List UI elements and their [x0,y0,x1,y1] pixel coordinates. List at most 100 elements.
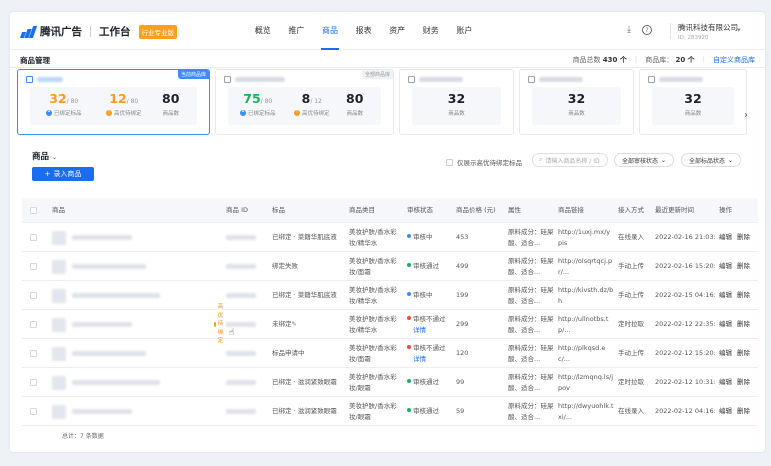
edit-button[interactable]: 编辑 [719,262,732,271]
status-detail-link[interactable]: 详情 [413,354,426,363]
product-link[interactable]: http://lzmqnq.ls/jpov [558,373,614,392]
status-dot [407,408,411,413]
delete-button[interactable]: 删除 [737,233,750,242]
updated-time-cell: 2022-02-12 10:31: [655,378,715,387]
product-link[interactable]: http://olsqrtqcj.pr/... [558,257,613,276]
product-cell[interactable] [52,281,160,310]
library-card[interactable]: 全部商品库 75/ 80 ⚭已绑定标品 8/ 12 !高优待绑定 80 商品数 [215,69,394,135]
table-header: 商品 商品 ID 标品 商品类目 审核状态 商品价格 (元) 属性 商品链接 接… [22,198,758,223]
edit-button[interactable]: 编辑 [719,378,732,387]
status-cell: 审核通过 [407,368,453,397]
status-detail-link[interactable]: 详情 [413,325,426,334]
status-badge: 审核中 [407,290,433,300]
priority-only-checkbox[interactable]: 仅展示高优待绑定标品 [446,157,522,167]
edit-button[interactable]: 编辑 [719,291,732,300]
library-card[interactable]: 32 商品数 [399,69,514,135]
chevron-down-icon[interactable]: ▾ [737,26,741,34]
add-product-button[interactable]: +录入商品 [32,167,94,181]
row-checkbox[interactable] [30,252,37,281]
price-cell: 59 [456,407,465,416]
row-checkbox[interactable] [30,339,37,368]
delete-button[interactable]: 删除 [737,378,750,387]
checkbox-icon [446,158,453,166]
edit-button[interactable]: 编辑 [719,233,732,242]
product-cell[interactable] [52,223,132,252]
status-text: 审核中 [413,232,433,242]
checkbox-icon [30,321,37,328]
product-cell[interactable] [52,397,132,426]
total-products-label: 商品总数 [572,56,601,64]
row-checkbox[interactable] [30,223,37,252]
product-link[interactable]: http://plkqsd.ec/... [558,344,606,363]
product-id-cell [226,223,256,252]
bound-icon: ⚭ [46,110,52,116]
main-nav: 概览 推广 商品 报表 资产 财务 账户 [246,12,481,50]
nav-item-account[interactable]: 账户 [456,26,473,35]
library-card[interactable]: 32 商品数 [639,69,747,135]
custom-library-link[interactable]: 自定义商品库 [713,56,755,64]
standard-value: 标品申请中 [272,349,305,358]
nav-item-reports[interactable]: 报表 [355,26,372,35]
delete-button[interactable]: 删除 [737,407,750,416]
product-status-select[interactable]: 全部标品状态⌄ [681,153,741,167]
edit-icon[interactable]: ✎ [291,320,297,329]
edit-button[interactable]: 编辑 [719,407,732,416]
product-link[interactable]: http://ullnotbs.tp/... [558,315,609,334]
top-bar: 腾讯广告 工作台 行业专业版 概览 推广 商品 报表 资产 财务 账户 ⤓ ? … [10,12,765,50]
product-id-blurred [226,264,256,269]
row-checkbox[interactable] [30,310,37,339]
select-all-checkbox[interactable] [30,198,37,223]
priority-icon: ! [106,110,112,116]
review-status-select[interactable]: 全部审核状态⌄ [614,153,674,167]
delete-button[interactable]: 删除 [737,320,750,329]
product-cell[interactable] [52,252,146,281]
product-cell[interactable] [52,339,146,368]
delete-button[interactable]: 删除 [737,291,750,300]
row-checkbox[interactable] [30,368,37,397]
account-switcher[interactable]: 腾讯科技有限公司 ID: 283920 [678,22,738,41]
status-badge: 审核通过 [407,377,439,387]
nav-item-products[interactable]: 商品 [313,12,347,50]
library-card[interactable]: 32 商品数 [519,69,634,135]
edit-button[interactable]: 编辑 [719,320,732,329]
library-card[interactable]: 当前商品库 32/ 80 ⚭已绑定标品 12/ 80 !高优待绑定 80 商品数 [17,69,210,135]
status-cell: 审核中 [407,223,453,252]
status-label: 审核通过 [413,407,439,416]
chevron-right-icon[interactable]: › [744,110,748,121]
brand-logo[interactable]: 腾讯广告 工作台 行业专业版 [19,24,177,39]
total-products: 商品总数 430 个 [573,55,627,65]
priority-icon [214,322,216,327]
row-checkbox[interactable] [30,397,37,426]
status-text: 审核不通过详情 [413,314,446,334]
section-title[interactable]: 商品 ⌄ [32,150,57,162]
product-link[interactable]: http://kivsth.dz/bh [558,286,614,305]
library-cards: 当前商品库 32/ 80 ⚭已绑定标品 12/ 80 !高优待绑定 80 商品数… [17,69,765,135]
stat-label: 商品数 [684,111,702,117]
edit-button[interactable]: 编辑 [719,349,732,358]
product-name-blurred [72,322,132,327]
nav-item-overview[interactable]: 概览 [254,26,271,35]
table-footer: 总计：7 条数据 [62,433,104,440]
delete-button[interactable]: 删除 [737,262,750,271]
nav-item-promotion[interactable]: 推广 [288,26,305,35]
column-header: 商品价格 (元) [456,206,496,215]
product-status-value: 全部标品状态 [688,157,725,165]
product-cell[interactable] [52,368,160,397]
product-cell[interactable]: 高优待绑定 [52,304,223,344]
help-icon[interactable]: ? [642,25,652,35]
status-label: 审核不通过 [413,315,446,324]
price-cell: 99 [456,378,465,387]
row-checkbox[interactable] [30,281,37,310]
card-title-blurred [37,77,63,82]
nav-item-assets[interactable]: 资产 [389,26,406,35]
product-thumbnail [52,404,66,419]
card-stats: 32 商品数 [412,87,501,125]
product-link[interactable]: http://1uxj.mx/ypis [558,228,611,247]
search-input[interactable]: ⌕请输入商品名称 / ID [532,153,608,167]
product-link[interactable]: http://dwyuohlk.txi/... [558,402,614,421]
download-icon[interactable]: ⤓ [627,25,631,35]
category-cell: 美妆护肤/香水彩妆/精华水 [349,223,405,252]
product-name-blurred [72,351,146,356]
nav-item-finance[interactable]: 财务 [422,26,439,35]
delete-button[interactable]: 删除 [737,349,750,358]
